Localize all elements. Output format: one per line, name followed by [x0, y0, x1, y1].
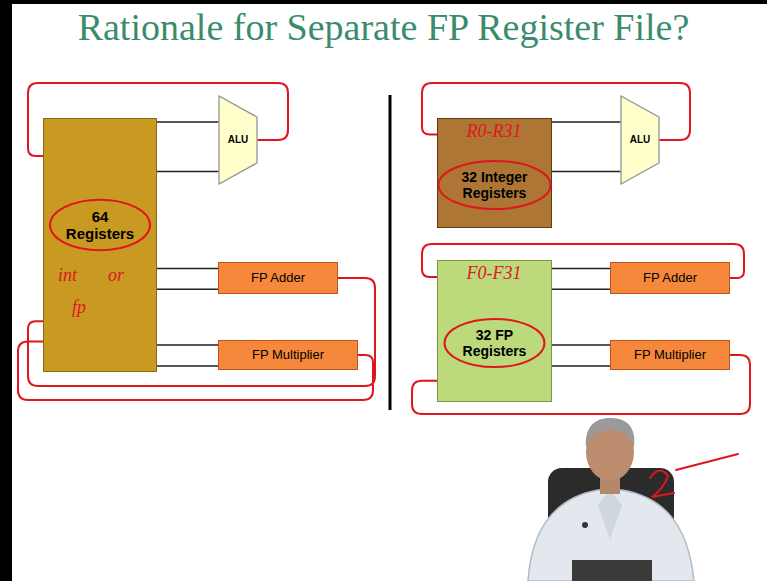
node-label: 32 Integer Registers — [449, 169, 541, 201]
hair — [586, 418, 635, 448]
data-line — [157, 121, 218, 123]
alu-symbol: ALU — [218, 95, 258, 185]
slide-title: Rationale for Separate FP Register File? — [0, 6, 767, 50]
alu-outline — [219, 96, 257, 184]
handwritten-note: int — [58, 266, 77, 284]
node-label: 64 Registers — [60, 208, 140, 243]
pen-scribble — [650, 470, 674, 497]
data-line — [552, 288, 610, 290]
alu-outline — [621, 96, 659, 184]
pen-scribble — [676, 454, 738, 470]
frame-bar — [0, 0, 12, 581]
handwritten-note: fp — [72, 298, 86, 316]
data-line — [552, 121, 620, 123]
data-line — [157, 288, 218, 290]
data-line — [552, 344, 610, 346]
data-line — [157, 365, 218, 367]
functional-unit: FP Multiplier — [218, 340, 358, 370]
data-line — [157, 171, 218, 173]
handwritten-note: R0-R31 — [467, 122, 522, 140]
data-line — [157, 268, 218, 270]
collar — [598, 490, 622, 540]
functional-unit: FP Multiplier — [610, 340, 730, 370]
handwritten-note: F0-F31 — [467, 264, 522, 282]
node-label: ALU — [630, 134, 651, 146]
register-file: 64 Registers — [43, 118, 157, 372]
node-label: FP Multiplier — [252, 348, 324, 363]
node-label: ALU — [228, 134, 249, 146]
alu-symbol: ALU — [620, 95, 660, 185]
microphone — [582, 522, 588, 528]
data-line — [552, 268, 610, 270]
node-label: FP Multiplier — [634, 348, 706, 363]
handwritten-note: or — [108, 266, 124, 284]
node-label: 32 FP Registers — [455, 327, 535, 359]
data-line — [552, 365, 610, 367]
functional-unit: FP Adder — [610, 262, 730, 294]
shirt — [528, 490, 694, 581]
functional-unit: FP Adder — [218, 262, 338, 294]
node-label: FP Adder — [251, 271, 305, 286]
data-line — [157, 344, 218, 346]
data-line — [552, 171, 620, 173]
node-label: FP Adder — [643, 271, 697, 286]
tablet — [572, 560, 652, 581]
frame-bar — [0, 0, 767, 4]
divider-line — [389, 95, 392, 410]
